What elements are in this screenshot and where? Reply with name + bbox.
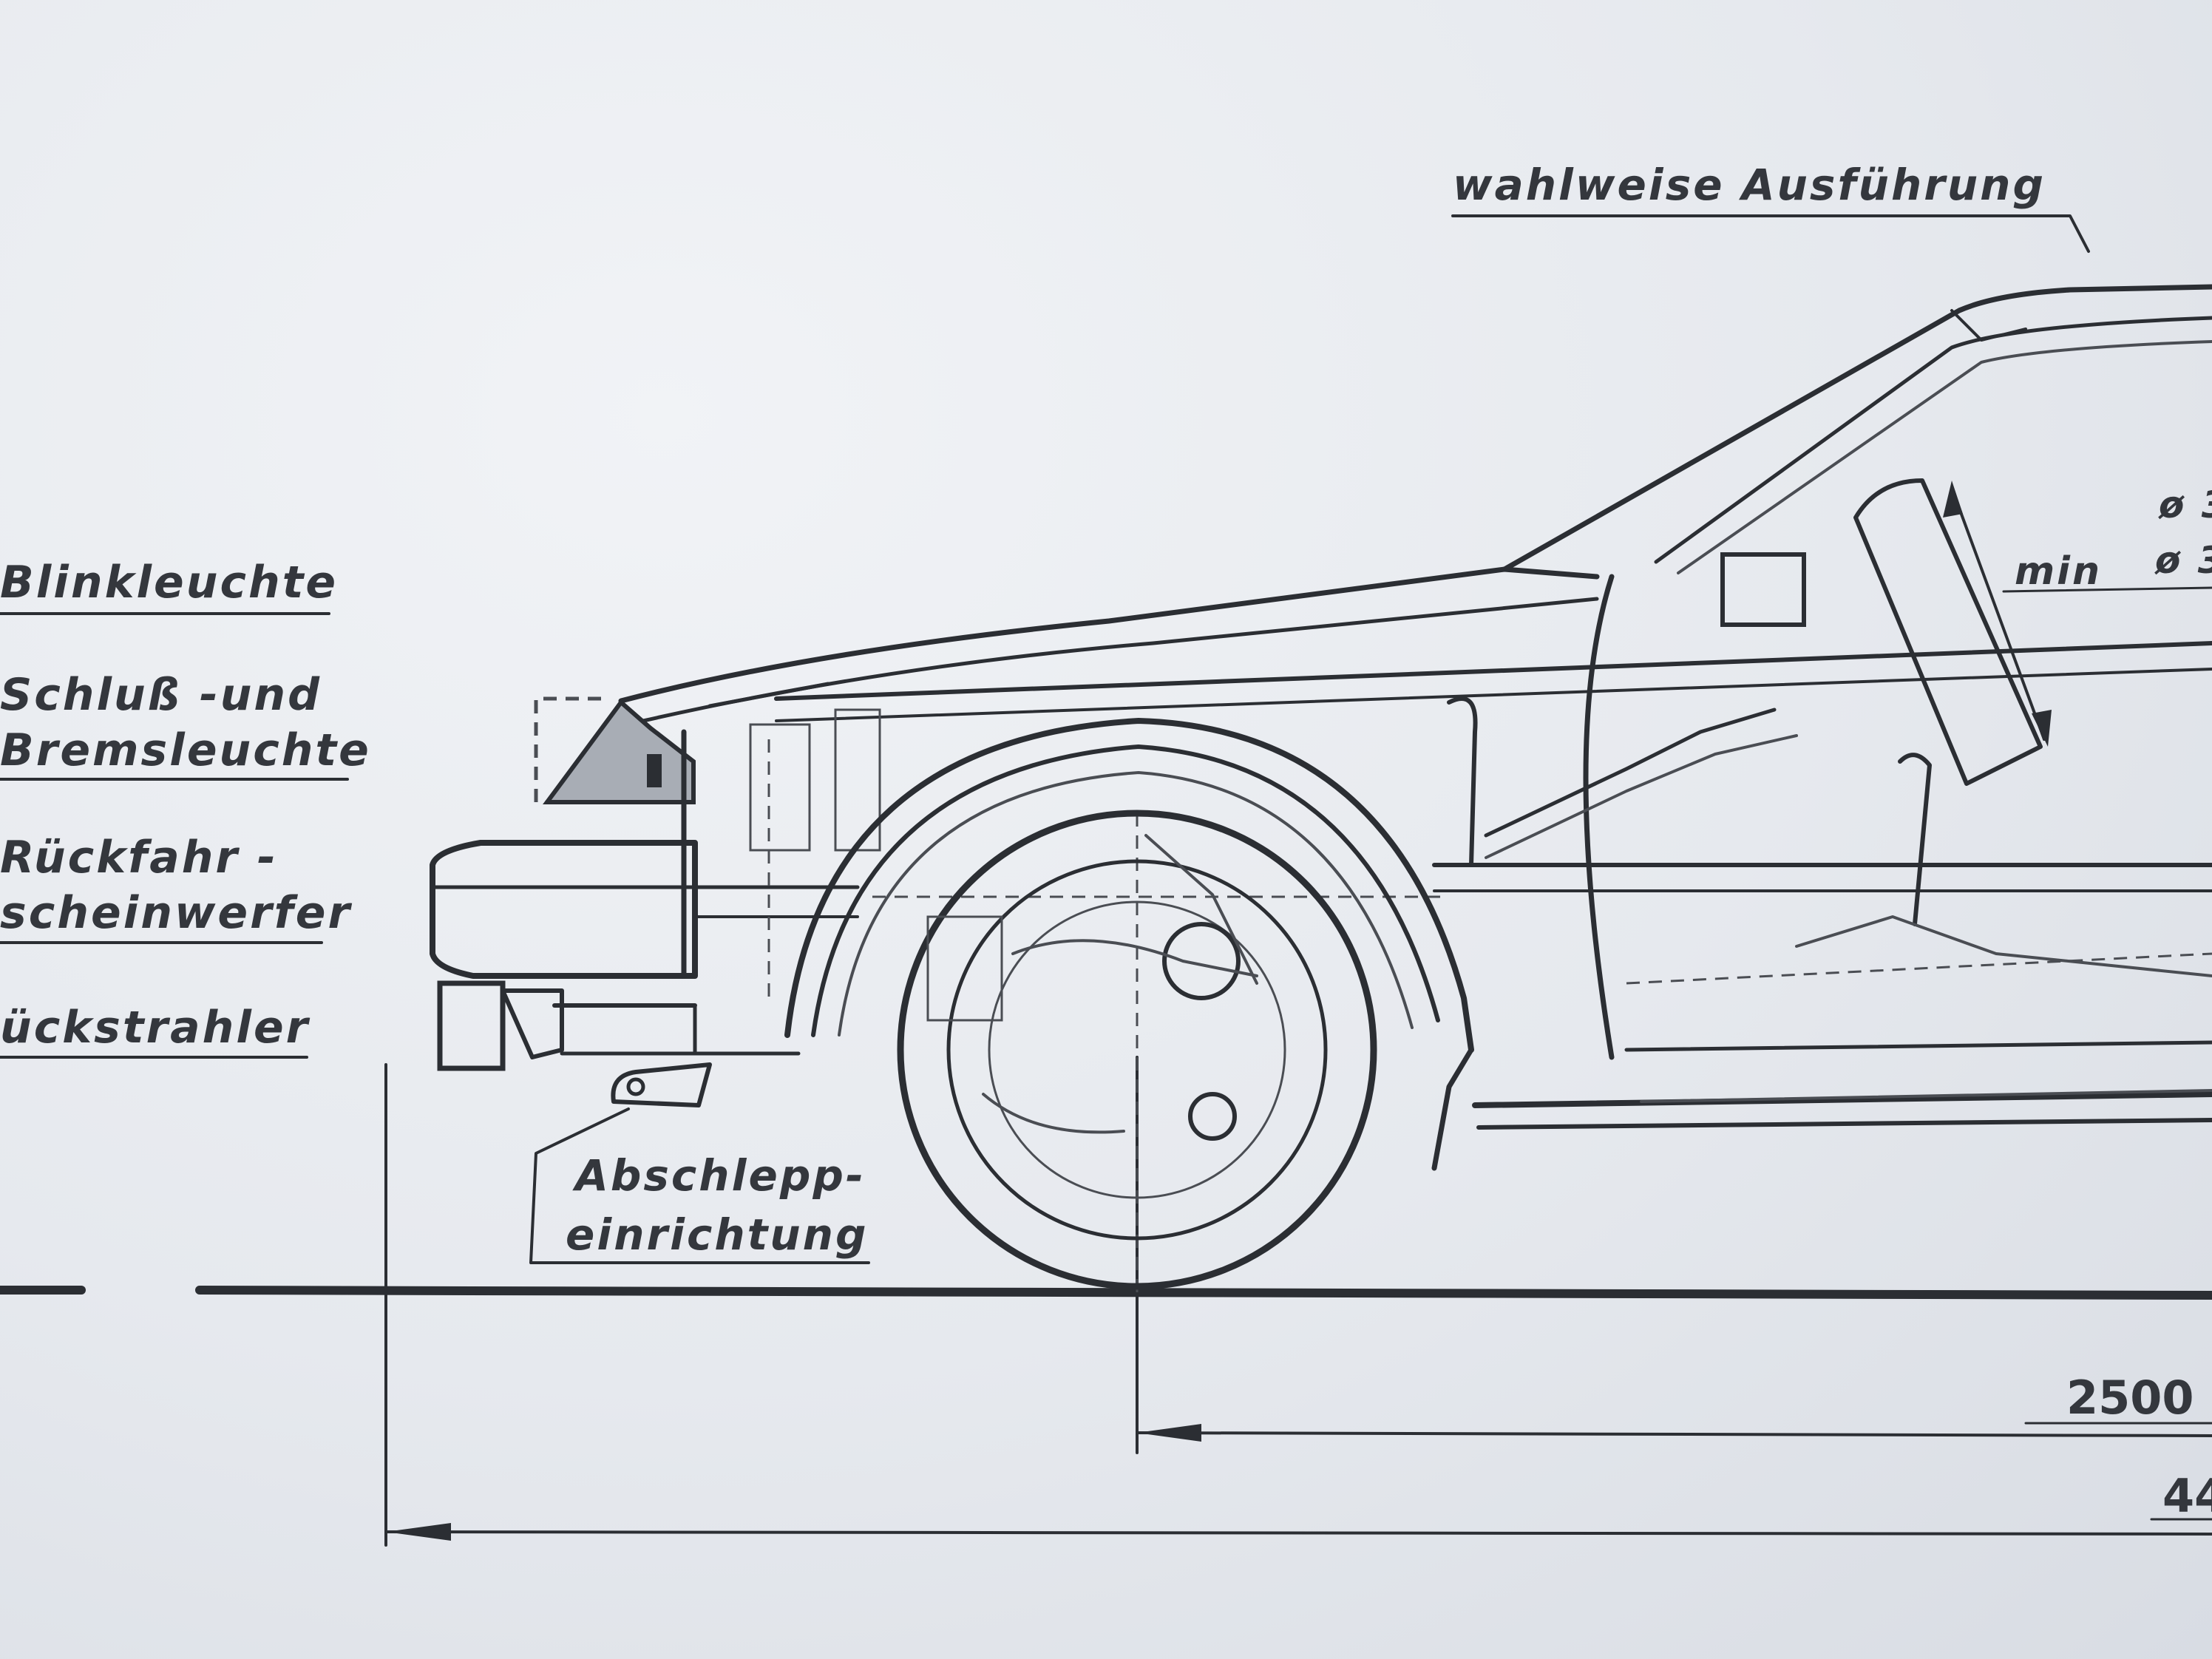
seat-dim-arrow-top [1943,481,1963,518]
tow-hook [611,1062,712,1107]
exhaust [1640,1089,2212,1103]
underline-option [1451,214,2090,253]
roof-corner [1950,309,2027,342]
brake-drum [988,900,1286,1199]
gear-lever [1898,753,1932,926]
roof-inner-line-2 [1677,340,2212,574]
label-reverse-1: Rückfahr - [0,832,278,883]
seat-dim-arrow-bottom [2032,710,2052,747]
arrow-overall [386,1523,451,1541]
seat-dim-line [1950,486,2046,741]
brake-cylinder [1188,1092,1237,1141]
label-turn-signal: Blinkleuchte [0,557,338,608]
arrow-wheelbase [1137,1424,1201,1442]
leader-tow [529,1107,870,1264]
suspension-link [982,1093,1125,1134]
fuel-filler [1447,696,1478,867]
rear-bumper [430,840,698,979]
wheel-rim [946,859,1328,1241]
wheel-arch-inner [811,744,1440,1037]
fuel-pipe-2 [1485,734,1798,859]
tire [897,810,1377,1290]
sill-line [1472,1091,2212,1108]
hood-rib [708,682,830,708]
suspension-arm [1011,939,1258,977]
turn-signal-outline [534,696,606,802]
tow-hook-eye [626,1077,645,1096]
roof-line [1502,284,2212,572]
label-tow-2: einrichtung [566,1210,869,1260]
label-dia-1: ø 3 [2158,484,2212,526]
tail-lamp [543,699,696,804]
headrest [1720,552,1806,627]
label-reverse-2: scheinwerfer [0,887,352,939]
label-tail-brake-1: Schluß -und [0,669,322,721]
dashed-floor [1626,952,2212,985]
label-option: wahlweise Ausführung [1453,160,2046,210]
sill-front-edge [1431,1047,1474,1171]
label-tail-brake-2: Bremsleuchte [0,725,371,776]
ground-line [195,1286,2212,1300]
dim-line-wheelbase [1136,1431,2212,1437]
roof-inner-line [1654,316,2212,564]
label-dia-2: ø 3 [2154,539,2212,582]
wheel-arch-liner [838,771,1414,1037]
hood-line [618,566,1600,704]
reflector-bracket [501,988,564,1059]
dim-line-overall [384,1530,2212,1536]
dim-wheelbase: 2500 [2066,1371,2194,1425]
tank-part [926,915,1003,1022]
beltline-2 [775,668,2212,722]
reflector [437,980,506,1071]
label-tow-1: Abschlepp- [572,1150,866,1201]
label-reflector: ückstrahler [0,1002,311,1054]
dim-overall: 44 [2162,1469,2212,1523]
seatback [1853,478,2043,786]
shift-linkage [1795,915,2212,977]
floor-line [1624,1040,2212,1052]
door-front-edge [1583,574,1615,1060]
label-min: min [2015,549,2102,594]
spring [1144,834,1258,985]
inner-structure [749,723,811,852]
fuel-pipe [1484,708,1777,838]
hub [1162,922,1241,1000]
wheel-arch-outer [784,718,1474,1053]
beltline [774,641,2212,701]
underline-min [2002,586,2212,593]
sill-line-2 [1476,1118,2212,1130]
lamp-element [647,754,662,787]
